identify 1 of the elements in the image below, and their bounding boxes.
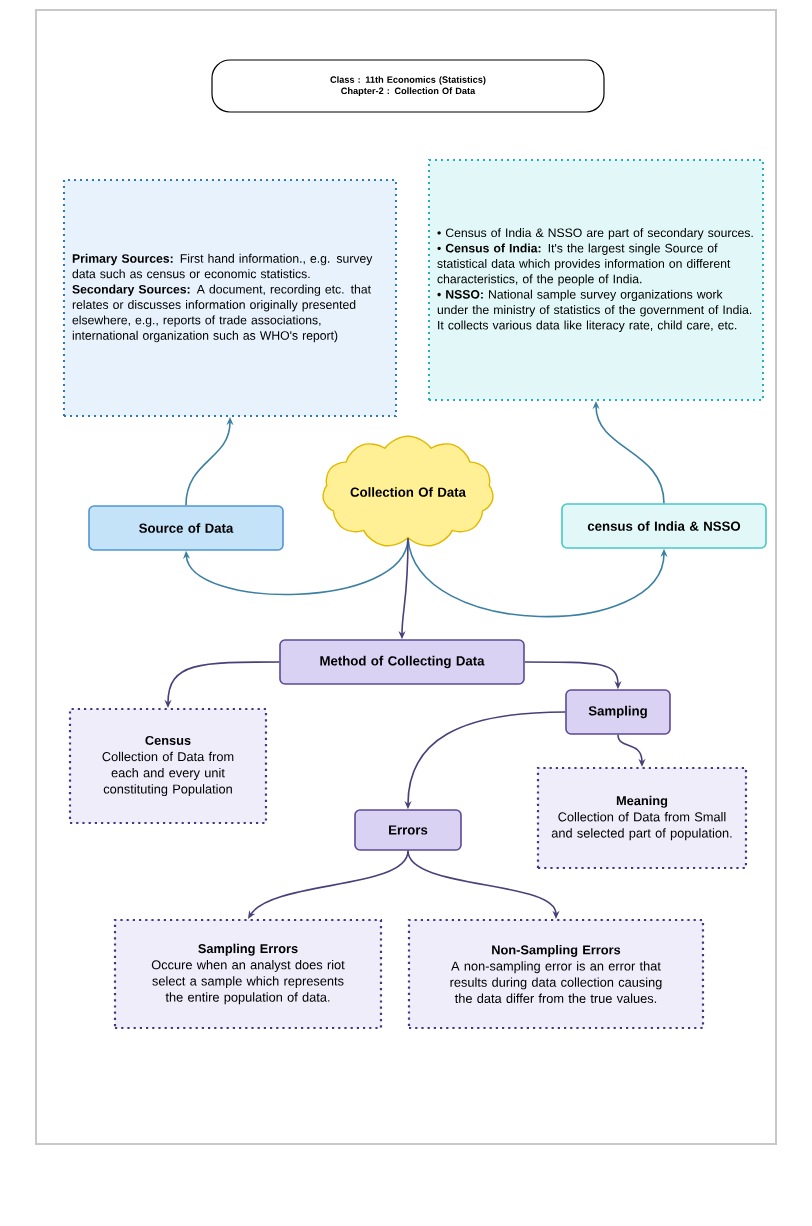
arrow [248, 850, 409, 919]
